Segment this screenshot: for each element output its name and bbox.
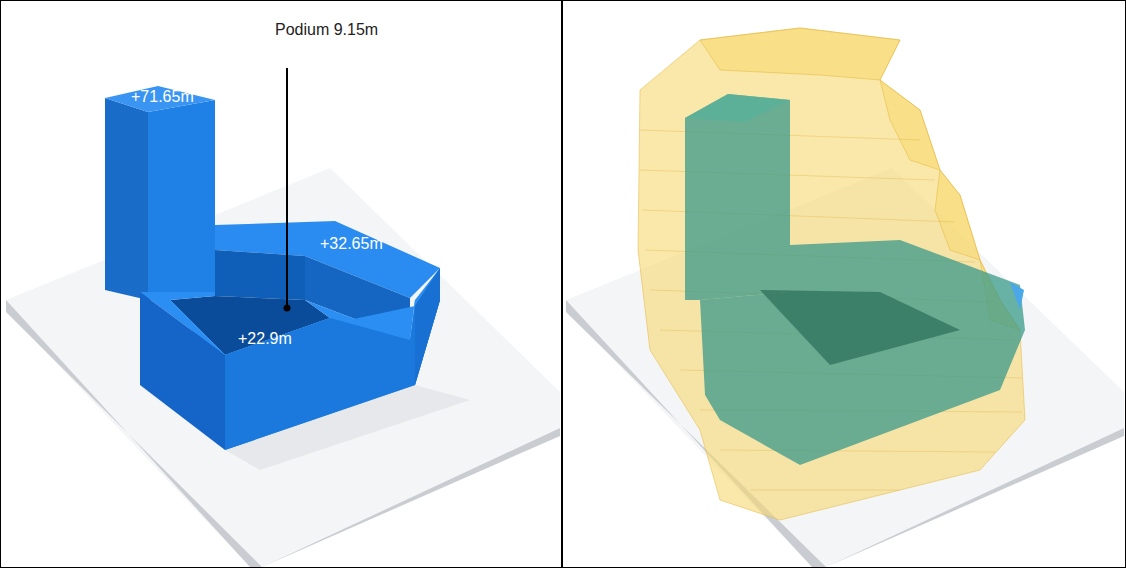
- height-label: +32.65m: [320, 235, 383, 253]
- callout-label: Podium 9.15m: [275, 21, 378, 39]
- height-label: +71.65m: [131, 88, 194, 106]
- height-label: +22.9m: [238, 330, 292, 348]
